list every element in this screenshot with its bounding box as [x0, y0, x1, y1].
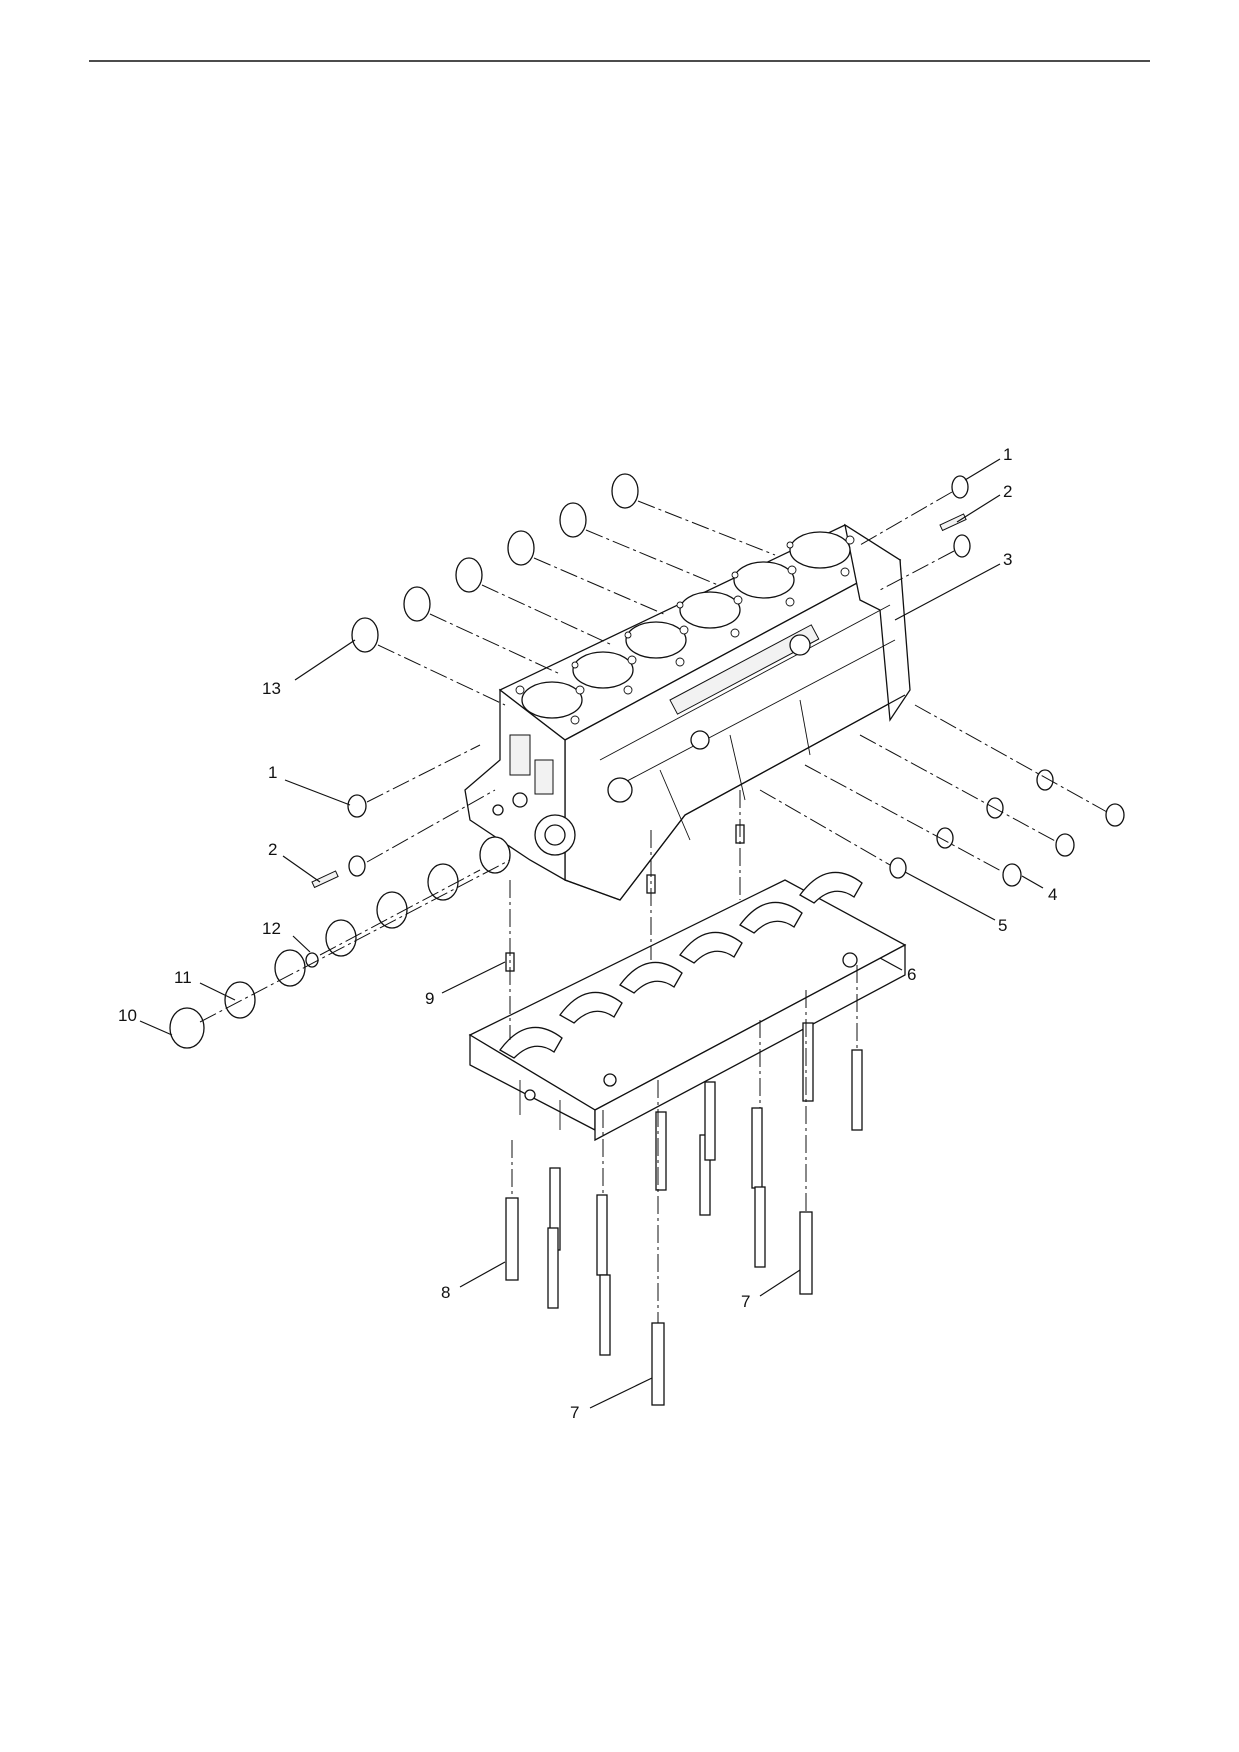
callout-6: 6 [907, 965, 916, 984]
callout-2-left: 2 [268, 840, 277, 859]
cylinder-block [464, 523, 911, 901]
callout-3: 3 [1003, 550, 1012, 569]
bearing-saddles [499, 871, 863, 1059]
callout-8: 8 [441, 1283, 450, 1302]
callout-1-left: 1 [268, 763, 277, 782]
callouts: 1 2 3 13 1 2 4 5 12 6 11 9 10 8 7 7 [118, 445, 1057, 1422]
bearing-bolts [505, 965, 863, 1406]
callout-5: 5 [998, 916, 1007, 935]
callout-1-top: 1 [1003, 445, 1012, 464]
callout-13: 13 [262, 679, 281, 698]
callout-2-top: 2 [1003, 482, 1012, 501]
callout-9: 9 [425, 989, 434, 1008]
cylinder-bores [521, 531, 851, 719]
rear-plugs [859, 475, 971, 591]
head-bolt-holes [515, 535, 855, 725]
callout-7-bottom: 7 [570, 1403, 579, 1422]
callout-10: 10 [118, 1006, 137, 1025]
leader-lines [139, 458, 1044, 1409]
cylinder-plugs-row [351, 473, 776, 706]
dowels [505, 790, 745, 1040]
callout-12: 12 [262, 919, 281, 938]
bedplate [468, 871, 907, 1142]
side-plugs [759, 704, 1125, 887]
callout-7-right: 7 [741, 1292, 750, 1311]
callout-11: 11 [174, 968, 192, 987]
front-bushings [169, 744, 511, 1049]
callout-4: 4 [1048, 885, 1057, 904]
